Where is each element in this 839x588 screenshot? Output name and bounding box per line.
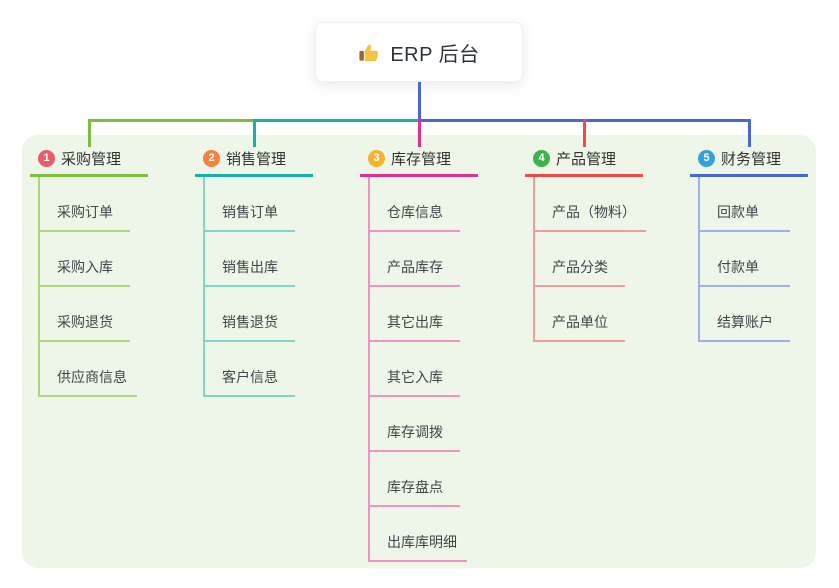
connector-line (252, 119, 419, 122)
child-node[interactable]: 产品（物料） (533, 177, 646, 232)
connector-line (87, 119, 253, 122)
connector-line (747, 119, 751, 147)
branch-children: 产品（物料） 产品分类产品单位 (525, 177, 646, 342)
branch-children: 回款单付款单结算账户 (690, 177, 808, 342)
child-label: 库存调拨 (368, 422, 460, 452)
child-node[interactable]: 产品库存 (368, 232, 478, 287)
branch-label: 销售管理 (226, 150, 287, 168)
branch-column: 5 财务管理 回款单付款单结算账户 (690, 147, 808, 342)
branch-node[interactable]: 4 产品管理 (525, 147, 643, 177)
branch-node[interactable]: 1 采购管理 (30, 147, 148, 177)
child-label: 销售订单 (203, 202, 295, 232)
branch-number-badge: 4 (533, 149, 550, 167)
branch-label: 财务管理 (721, 150, 782, 168)
branch-node[interactable]: 5 财务管理 (690, 147, 808, 177)
branch-number-badge: 2 (203, 149, 220, 167)
branch-children: 销售订单销售出库销售退货客户信息 (195, 177, 313, 397)
thumbs-up-icon (358, 41, 381, 64)
child-label: 产品库存 (368, 257, 460, 287)
child-node[interactable]: 供应商信息 (38, 342, 148, 397)
child-node[interactable]: 付款单 (698, 232, 808, 287)
child-label: 采购退货 (38, 312, 130, 342)
child-label: 付款单 (698, 257, 790, 287)
branch-node[interactable]: 3 库存管理 (360, 147, 478, 177)
connector-line (582, 119, 586, 147)
child-node[interactable]: 其它出库 (368, 287, 478, 342)
connector-line (87, 119, 91, 147)
connector-line (252, 119, 256, 147)
child-label: 销售出库 (203, 257, 295, 287)
branch-number-badge: 3 (368, 149, 385, 167)
child-label: 采购订单 (38, 202, 130, 232)
connector-line (417, 119, 421, 147)
child-label: 回款单 (698, 202, 790, 232)
branch-vline (533, 177, 535, 341)
child-node[interactable]: 结算账户 (698, 287, 808, 342)
child-node[interactable]: 销售退货 (203, 287, 313, 342)
child-node[interactable]: 库存盘点 (368, 452, 478, 507)
child-label: 供应商信息 (38, 367, 137, 397)
child-node[interactable]: 采购退货 (38, 287, 148, 342)
child-node[interactable]: 采购入库 (38, 232, 148, 287)
child-label: 出库库明细 (368, 532, 467, 562)
child-node[interactable]: 销售订单 (203, 177, 313, 232)
child-label: 采购入库 (38, 257, 130, 287)
branch-column: 2 销售管理 销售订单销售出库销售退货客户信息 (195, 147, 313, 397)
root-node[interactable]: ERP 后台 (315, 22, 523, 82)
branch-label: 产品管理 (556, 150, 617, 168)
branch-column: 1 采购管理 采购订单采购入库采购退货供应商信息 (30, 147, 148, 397)
child-node[interactable]: 销售出库 (203, 232, 313, 287)
child-label: 其它出库 (368, 312, 460, 342)
branch-vline (698, 177, 700, 341)
child-label: 销售退货 (203, 312, 295, 342)
child-node[interactable]: 出库库明细 (368, 507, 478, 562)
child-node[interactable]: 产品分类 (533, 232, 646, 287)
branch-label: 库存管理 (391, 150, 452, 168)
branch-column: 3 库存管理 仓库信息产品库存其它出库其它入库库存调拨库存盘点出库库明细 (360, 147, 478, 562)
branch-node[interactable]: 2 销售管理 (195, 147, 313, 177)
child-label: 客户信息 (203, 367, 295, 397)
connector-line (417, 82, 421, 119)
child-label: 库存盘点 (368, 477, 460, 507)
child-node[interactable]: 采购订单 (38, 177, 148, 232)
branch-vline (368, 177, 370, 561)
child-node[interactable]: 其它入库 (368, 342, 478, 397)
root-label: ERP 后台 (390, 43, 480, 66)
branch-number-badge: 1 (38, 149, 55, 167)
child-label: 结算账户 (698, 312, 790, 342)
child-node[interactable]: 回款单 (698, 177, 808, 232)
branch-label: 采购管理 (61, 150, 122, 168)
branch-children: 采购订单采购入库采购退货供应商信息 (30, 177, 148, 397)
branch-number-badge: 5 (698, 149, 715, 167)
child-label: 其它入库 (368, 367, 460, 397)
branches-panel (22, 135, 816, 568)
child-label: 产品分类 (533, 257, 625, 287)
child-node[interactable]: 产品单位 (533, 287, 646, 342)
child-node[interactable]: 仓库信息 (368, 177, 478, 232)
child-label: 产品单位 (533, 312, 625, 342)
child-node[interactable]: 库存调拨 (368, 397, 478, 452)
child-label: 产品（物料） (533, 202, 646, 232)
branch-column: 4 产品管理 产品（物料） 产品分类产品单位 (525, 147, 646, 342)
child-label: 仓库信息 (368, 202, 460, 232)
child-node[interactable]: 客户信息 (203, 342, 313, 397)
branch-children: 仓库信息产品库存其它出库其它入库库存调拨库存盘点出库库明细 (360, 177, 478, 562)
